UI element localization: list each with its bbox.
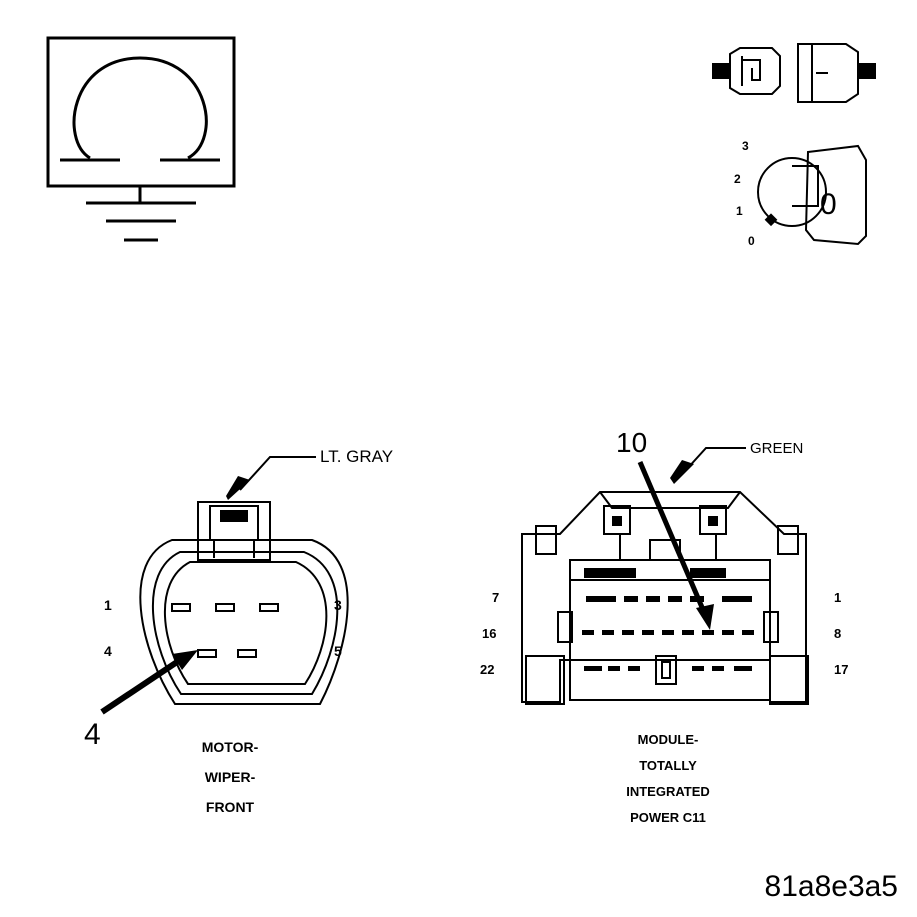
wiper-motor-connector: [139, 501, 349, 705]
tipm-callout-number: 10: [616, 427, 647, 458]
tipm-color-label: GREEN: [750, 440, 803, 457]
tipm-name-line-4: POWER C11: [630, 810, 706, 825]
ground-icon: [86, 186, 196, 242]
tipm-pin-label-22: 22: [480, 662, 494, 677]
tipm-connector: [521, 491, 809, 705]
wiper-pin-label-4: 4: [104, 643, 112, 659]
wiper-name-line-2: WIPER-: [205, 769, 256, 785]
wiper-pin-3: [259, 603, 279, 612]
tipm-color-arrowhead: [670, 460, 694, 484]
tipm-pin-label-17: 17: [834, 662, 848, 677]
wiper-pin-label-5: 5: [334, 643, 342, 659]
ignition-position-0: 0: [748, 234, 755, 248]
wiper-pin-2: [215, 603, 235, 612]
tipm-pin-label-7: 7: [492, 590, 499, 605]
tipm-pin-label-1: 1: [834, 590, 841, 605]
wiper-pin-4: [197, 649, 217, 658]
ignition-position-1: 1: [736, 204, 743, 218]
ignition-position-3: 3: [742, 139, 749, 153]
wiper-callout-arrowhead: [172, 650, 198, 670]
tipm-name-line-2: TOTALLY: [639, 758, 697, 773]
wiper-name-line-3: FRONT: [206, 799, 255, 815]
wiper-name-line-1: MOTOR-: [202, 739, 259, 755]
wiper-callout-arrow: [100, 657, 182, 715]
wiper-pin-label-1: 1: [104, 597, 112, 613]
ohmmeter-icon: [46, 36, 236, 188]
ignition-key-label: 0: [820, 188, 837, 221]
disconnect-connector-icon: [712, 43, 876, 103]
tipm-key-slot: [655, 655, 677, 685]
wiper-color-leader: [239, 456, 316, 491]
tipm-color-leader: [685, 447, 746, 471]
ignition-switch-icon: 3 2 1 0 0: [734, 139, 867, 248]
wiper-color-label: LT. GRAY: [320, 447, 393, 466]
tipm-pin-label-8: 8: [834, 626, 841, 641]
wiper-pin-5: [237, 649, 257, 658]
tipm-callout-arrow: [637, 461, 707, 613]
wiper-pin-1: [171, 603, 191, 612]
wiper-callout-number: 4: [84, 718, 101, 751]
wiper-pin-label-3: 3: [334, 597, 342, 613]
figure-id: 81a8e3a5: [765, 870, 898, 903]
ignition-position-2: 2: [734, 172, 741, 186]
tipm-name-line-3: INTEGRATED: [626, 784, 710, 799]
wiper-color-arrowhead: [226, 476, 250, 500]
tipm-name-line-1: MODULE-: [638, 732, 699, 747]
tipm-row-2-cavities: [582, 630, 754, 635]
tipm-callout-arrowhead: [696, 604, 714, 630]
tipm-row-3-cavities: [584, 655, 752, 685]
tipm-pin-label-16: 16: [482, 626, 496, 641]
tipm-row-1-cavities: [586, 596, 752, 602]
